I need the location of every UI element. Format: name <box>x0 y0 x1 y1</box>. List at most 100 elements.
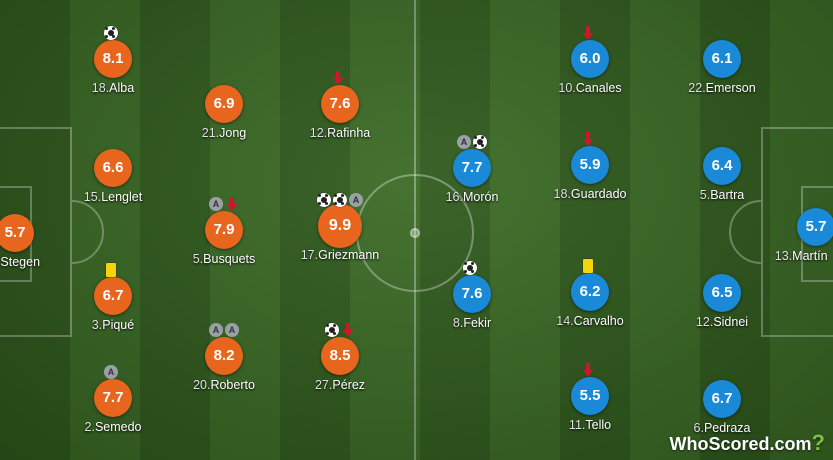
player-number: 11. <box>568 418 586 432</box>
player-rating[interactable]: 8.1 <box>94 40 132 78</box>
player-rating[interactable]: 9.9 <box>318 204 362 248</box>
event-icons <box>331 71 345 85</box>
player-away[interactable]: 6.7 6.Pedraza <box>694 380 751 435</box>
yellow-card-icon <box>583 259 593 273</box>
player-rating[interactable]: 7.6 <box>453 275 491 313</box>
sub-off-icon <box>581 132 595 146</box>
player-label: 12.Rafinha <box>310 126 370 140</box>
assist-icon: A <box>349 193 363 207</box>
player-number: 16. <box>445 190 463 204</box>
sub-off-icon <box>341 323 355 337</box>
player-number: 15. <box>83 190 102 204</box>
player-number: 22. <box>688 81 706 95</box>
assist-icon: A <box>457 135 471 149</box>
player-name: Griezmann <box>318 248 380 262</box>
player-label: 1.Stegen <box>0 255 40 269</box>
player-label: 5.Bartra <box>700 188 744 202</box>
player-label: 5.Busquets <box>193 252 256 266</box>
event-icons: A <box>317 193 363 207</box>
player-number: 13. <box>774 249 793 263</box>
sub-off-icon <box>581 363 595 377</box>
assist-icon: A <box>225 323 239 337</box>
player-number: 12. <box>309 126 328 140</box>
player-number: 18. <box>91 81 110 95</box>
event-icons: A <box>457 135 487 149</box>
player-label: 6.Pedraza <box>694 421 751 435</box>
player-label: 22.Emerson <box>688 81 755 95</box>
player-name: Emerson <box>705 81 756 95</box>
player-rating[interactable]: 7.7 <box>453 149 491 187</box>
player-number: 17. <box>300 248 319 262</box>
player-home[interactable]: 5.7 1.Stegen <box>0 214 40 269</box>
player-rating[interactable]: 6.7 <box>94 277 132 315</box>
player-home[interactable]: 8.1 18.Alba <box>92 26 134 95</box>
player-rating[interactable]: 6.6 <box>94 149 132 187</box>
player-rating[interactable]: 6.0 <box>571 40 609 78</box>
player-rating[interactable]: 5.5 <box>571 377 609 415</box>
player-away[interactable]: 6.1 22.Emerson <box>688 40 756 95</box>
event-icons <box>581 26 595 40</box>
center-spot <box>410 228 420 238</box>
player-number: 3. <box>91 318 103 332</box>
assist-icon: A <box>104 365 118 379</box>
player-rating[interactable]: 6.1 <box>703 40 741 78</box>
player-name: Guardado <box>570 187 627 201</box>
sub-off-icon <box>225 197 239 211</box>
player-label: 10.Canales <box>558 81 621 95</box>
player-home[interactable]: 7.6 12.Rafinha <box>310 71 370 140</box>
player-rating[interactable]: 5.9 <box>571 146 609 184</box>
player-label: 2.Semedo <box>85 420 142 434</box>
player-rating[interactable]: 5.7 <box>0 214 34 252</box>
player-home[interactable]: 6.6 15.Lenglet <box>84 149 142 204</box>
assist-icon: A <box>209 197 223 211</box>
player-rating[interactable]: 7.6 <box>321 85 359 123</box>
player-rating[interactable]: 7.9 <box>205 211 243 249</box>
player-number: 18. <box>553 187 571 201</box>
yellow-card-icon <box>106 263 116 277</box>
player-rating[interactable]: 7.7 <box>94 379 132 417</box>
player-label: 27.Pérez <box>315 378 365 392</box>
player-home[interactable]: 8.5 27.Pérez <box>315 323 365 392</box>
ball-icon <box>333 193 347 207</box>
player-rating[interactable]: 8.2 <box>205 337 243 375</box>
player-rating[interactable]: 6.9 <box>205 85 243 123</box>
player-rating[interactable]: 6.4 <box>703 147 741 185</box>
whoscored-logo: WhoScored.com? <box>669 430 825 455</box>
ball-icon <box>104 26 118 40</box>
player-name: Alba <box>109 81 135 95</box>
player-rating[interactable]: 8.5 <box>321 337 359 375</box>
player-rating[interactable]: 5.7 <box>797 208 833 246</box>
player-number: 20. <box>193 378 211 392</box>
player-name: Canales <box>575 81 622 95</box>
player-away[interactable]: 6.0 10.Canales <box>558 26 622 95</box>
player-name: Pérez <box>332 378 366 392</box>
ball-icon <box>325 323 339 337</box>
event-icons <box>581 363 595 377</box>
player-away[interactable]: 6.4 5.Bartra <box>700 147 744 202</box>
player-name: Pedraza <box>703 421 751 435</box>
player-rating[interactable]: 6.7 <box>703 380 741 418</box>
player-name: Roberto <box>210 378 255 392</box>
player-rating[interactable]: 6.2 <box>571 273 609 311</box>
player-number: 27. <box>314 378 333 392</box>
player-name: Fekir <box>463 316 492 330</box>
player-label: 15.Lenglet <box>84 190 142 204</box>
player-name: Semedo <box>94 420 142 434</box>
player-rating[interactable]: 6.5 <box>703 274 741 312</box>
player-number: 14. <box>556 314 574 328</box>
